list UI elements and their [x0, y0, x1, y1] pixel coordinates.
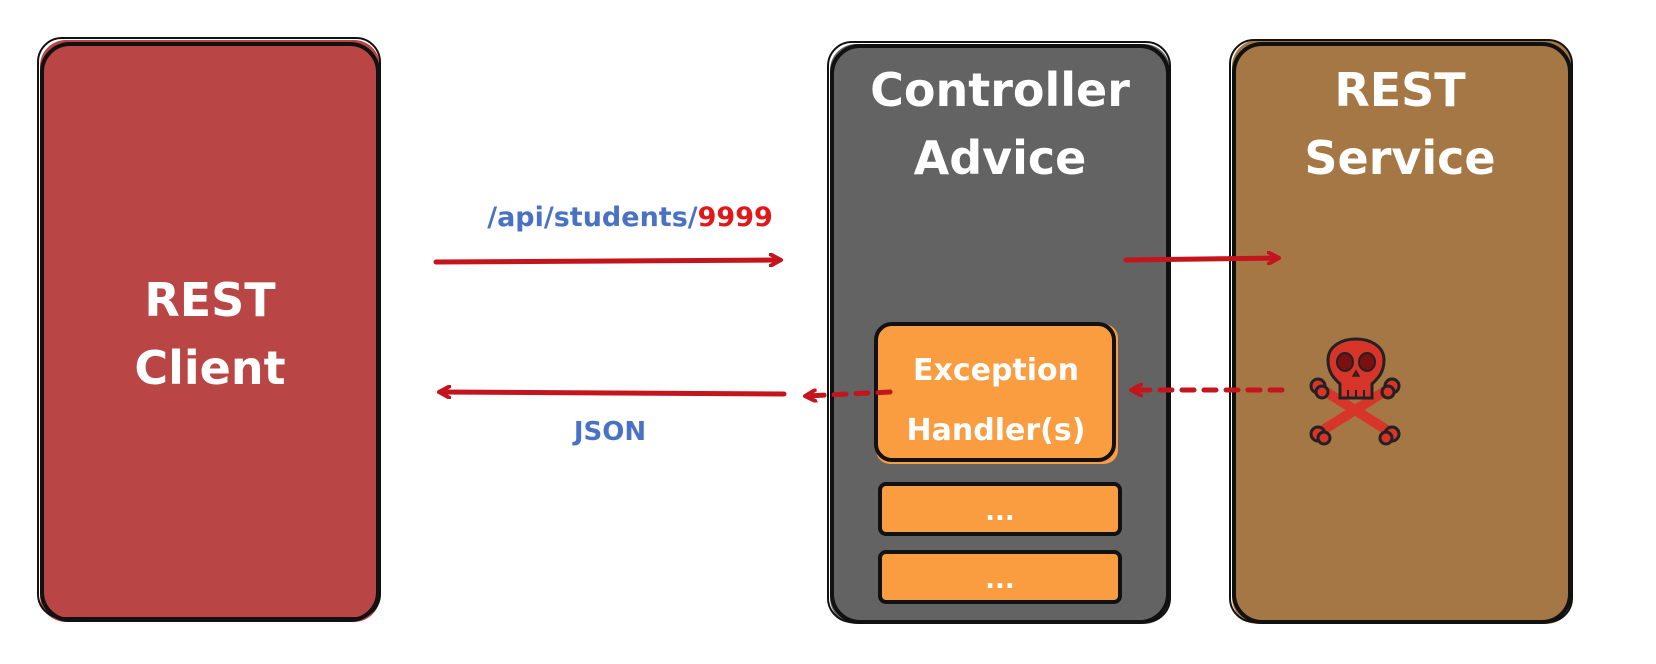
- request-path-prefix: /api/students/: [487, 202, 698, 233]
- rest-client-title-line1: REST: [144, 273, 276, 327]
- rest-client-title-line2: Client: [134, 341, 285, 395]
- exception-handler-line2: Handler(s): [907, 413, 1086, 448]
- rest-service-title-line1: REST: [1334, 63, 1466, 117]
- request-path-id: 9999: [698, 202, 773, 233]
- handler-out-arrow: [806, 392, 893, 396]
- rest-service-box: REST Service: [1229, 39, 1573, 624]
- exception-handler-box: Exception Handler(s): [874, 322, 1118, 464]
- response-label: JSON: [572, 417, 646, 447]
- exception-handler-line1: Exception: [913, 353, 1079, 388]
- response-arrow: JSON: [440, 392, 787, 447]
- request-path-label: /api/students/9999: [487, 202, 773, 233]
- skull-crossbones-icon: [1309, 337, 1401, 446]
- handler-placeholder-1-text: ...: [985, 497, 1015, 527]
- handler-placeholder-1: ...: [878, 482, 1122, 536]
- controller-advice-title-line1: Controller: [870, 63, 1130, 117]
- handler-placeholder-2: ...: [878, 550, 1122, 604]
- request-arrow: /api/students/9999: [433, 202, 780, 262]
- rest-service-title-line2: Service: [1304, 131, 1495, 185]
- rest-client-box: REST Client: [37, 37, 381, 622]
- controller-advice-title-line2: Advice: [914, 131, 1087, 185]
- forward-arrow: [1123, 258, 1278, 260]
- handler-placeholder-2-text: ...: [985, 565, 1015, 595]
